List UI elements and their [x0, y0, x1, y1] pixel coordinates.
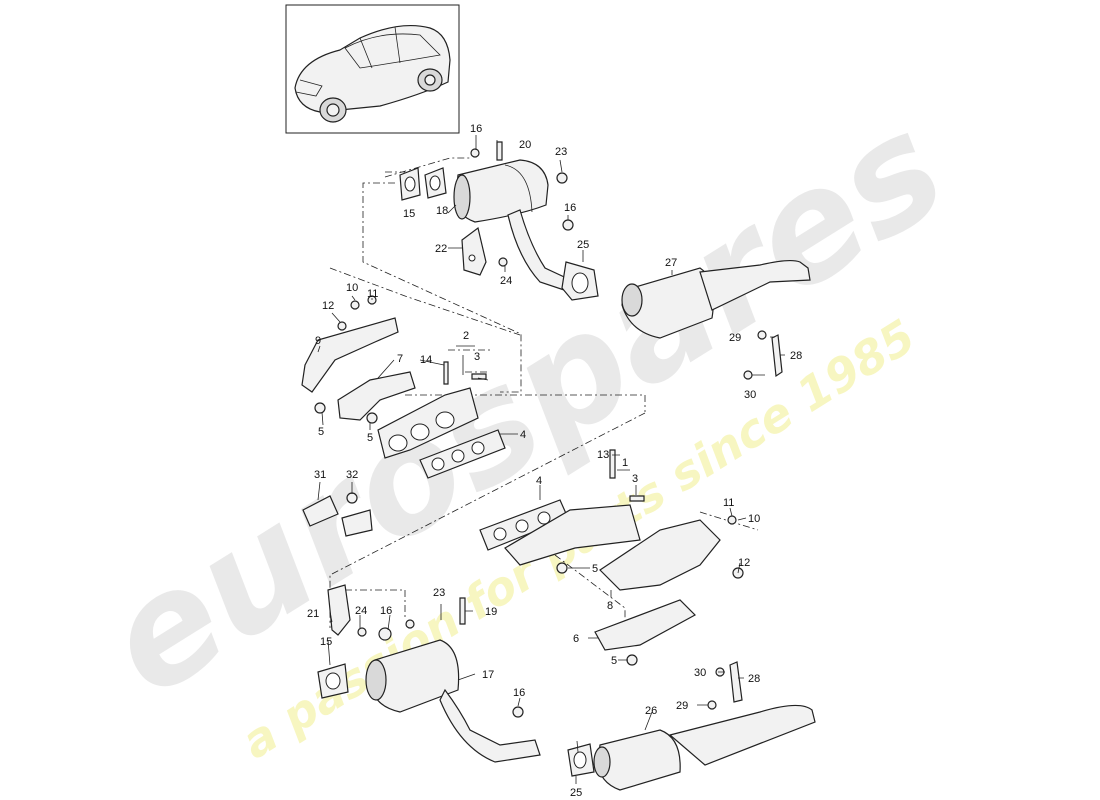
label-part-3: 3: [632, 473, 638, 485]
label-part-2: 2: [463, 330, 469, 342]
bracket-22: [461, 226, 487, 276]
heat-shield-7: [337, 371, 416, 421]
label-part-16: 16: [470, 123, 482, 135]
label-part-8: 8: [607, 600, 613, 612]
label-part-15: 15: [403, 208, 415, 220]
label-part-23: 23: [433, 587, 445, 599]
label-part-25: 25: [570, 787, 582, 799]
exhaust-manifold-lower: [504, 504, 641, 566]
bracket-28-upper: [771, 334, 783, 378]
label-part-5: 5: [318, 426, 324, 438]
label-part-4: 4: [536, 475, 542, 487]
label-part-10: 10: [748, 513, 760, 525]
label-part-22: 22: [435, 243, 447, 255]
label-part-11: 11: [367, 288, 378, 300]
label-part-31: 31: [314, 469, 326, 481]
heat-shield-8: [599, 519, 721, 591]
label-part-12: 12: [738, 557, 750, 569]
label-part-29: 29: [729, 332, 741, 344]
vehicle-thumbnail: [285, 4, 460, 134]
label-part-7: 7: [397, 353, 403, 365]
sensor-20: [496, 141, 503, 161]
sensor-13: [609, 449, 616, 479]
label-part-24: 24: [355, 605, 367, 617]
nut-16-lower: [378, 627, 392, 641]
bracket-21: [327, 584, 351, 636]
label-part-12: 12: [322, 300, 334, 312]
label-part-1: 1: [622, 457, 628, 469]
label-part-4: 4: [520, 429, 526, 441]
label-part-5: 5: [367, 432, 373, 444]
label-part-30: 30: [744, 389, 756, 401]
label-part-28: 28: [790, 350, 802, 362]
callout-labels: 16 20 23 15 18 16 22 25 27 24 10 11 12 9…: [307, 123, 802, 799]
sensor-14: [443, 361, 449, 385]
heat-shield-9: [301, 317, 399, 393]
heat-shield-6: [594, 599, 696, 651]
label-part-29: 29: [676, 700, 688, 712]
label-part-18: 18: [436, 205, 448, 217]
leader-lines: [317, 135, 785, 784]
label-part-21: 21: [307, 608, 319, 620]
label-part-26: 26: [645, 705, 657, 717]
label-part-9: 9: [315, 335, 321, 347]
label-part-11: 11: [723, 497, 734, 509]
label-part-27: 27: [665, 257, 677, 269]
label-part-6: 6: [573, 633, 579, 645]
label-part-25: 25: [577, 239, 589, 251]
front-pipe-upper: [507, 209, 576, 293]
label-part-16: 16: [564, 202, 576, 214]
label-part-20: 20: [519, 139, 531, 151]
label-part-3: 3: [474, 351, 480, 363]
label-part-23: 23: [555, 146, 567, 158]
bracket-28-lower: [729, 661, 743, 703]
lower-exhaust-assembly: [302, 412, 816, 791]
label-part-32: 32: [346, 469, 358, 481]
upper-exhaust-assembly: [301, 141, 811, 479]
label-part-16: 16: [513, 687, 525, 699]
front-pipe-lower: [439, 688, 541, 763]
label-part-19: 19: [485, 606, 497, 618]
label-part-16: 16: [380, 605, 392, 617]
label-part-28: 28: [748, 673, 760, 685]
label-part-17: 17: [482, 669, 494, 681]
label-part-30: 30: [694, 667, 706, 679]
label-part-24: 24: [500, 275, 512, 287]
label-part-15: 15: [320, 636, 332, 648]
bolt-23-upper: [556, 172, 568, 184]
label-part-10: 10: [346, 282, 358, 294]
connector-31: [302, 495, 339, 527]
label-part-5: 5: [611, 655, 617, 667]
label-part-5: 5: [592, 563, 598, 575]
nut-32: [346, 492, 358, 504]
label-part-14: 14: [420, 354, 432, 366]
sensor-19: [459, 597, 466, 625]
label-part-13: 13: [597, 449, 609, 461]
